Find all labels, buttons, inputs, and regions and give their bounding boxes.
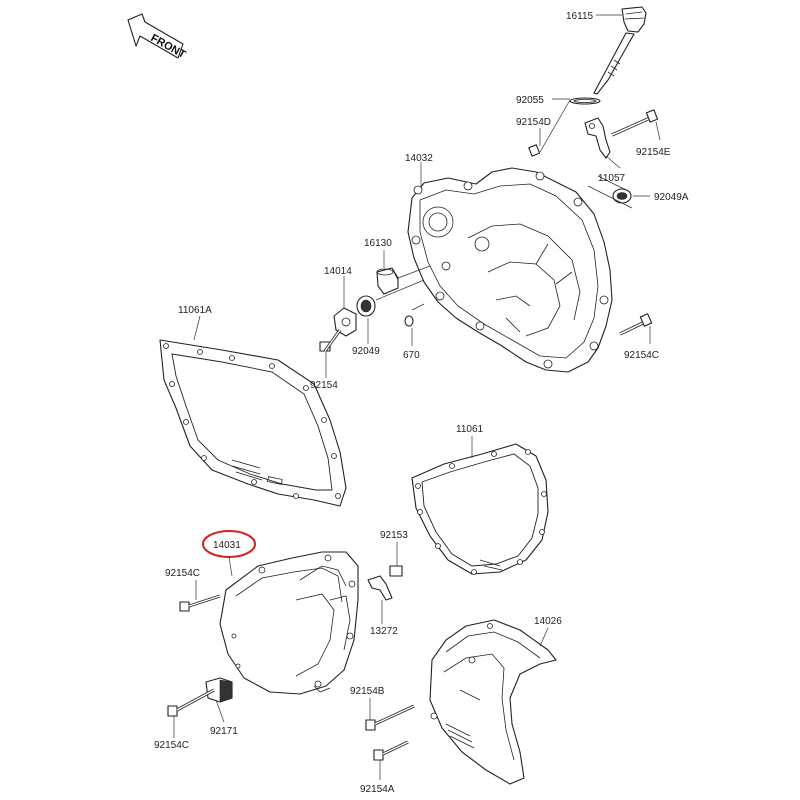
part-gasket-11061: [411, 443, 549, 575]
label-92154E: 92154E: [636, 147, 671, 158]
label-92153: 92153: [380, 530, 408, 541]
part-o-ring: [569, 97, 601, 105]
label-92171: 92171: [210, 726, 238, 737]
label-92154C-left: 92154C: [165, 568, 200, 579]
label-92154C-bottom: 92154C: [154, 740, 189, 751]
part-bolt-92154C-right: [619, 313, 653, 336]
part-bracket-11057: [584, 117, 611, 159]
label-16130: 16130: [364, 238, 392, 249]
part-bolt-92154C-bottom: [167, 688, 215, 717]
label-14014: 14014: [324, 266, 352, 277]
part-bolt-92154B: [365, 704, 415, 731]
label-14032: 14032: [405, 153, 433, 164]
part-oil-dipstick: [593, 6, 647, 95]
label-92154A: 92154A: [360, 784, 395, 795]
label-14031: 14031: [213, 540, 241, 551]
label-670: 670: [403, 350, 420, 361]
part-bolt-92153: [389, 565, 403, 577]
part-clip-13272: [367, 575, 393, 601]
front-arrow-icon: FRONT: [127, 13, 188, 61]
label-92154D: 92154D: [516, 117, 551, 128]
label-92055: 92055: [516, 95, 544, 106]
part-clutch-cover-14031: [219, 551, 359, 695]
label-11061: 11061: [456, 424, 484, 435]
part-crankcase-cover-14032: [407, 167, 613, 373]
label-11061A: 11061A: [178, 305, 212, 316]
part-bolt-92154D: [496, 144, 541, 168]
label-92154C-right: 92154C: [624, 350, 659, 361]
part-oil-seal-92049: [356, 295, 376, 317]
part-gasket-11061A: [159, 339, 347, 507]
part-sprocket-cover-14026: [429, 619, 557, 785]
part-cap-16130: [376, 267, 399, 295]
part-bolt-92154C-left: [179, 594, 221, 612]
label-92049A: 92049A: [654, 192, 689, 203]
label-92154B: 92154B: [350, 686, 385, 697]
label-92049: 92049: [352, 346, 380, 357]
part-bolt-92154A: [373, 740, 409, 761]
part-bolt-92154: [319, 329, 342, 352]
label-11057: 11057: [598, 173, 626, 184]
part-guide-92171: [205, 677, 233, 703]
label-92154: 92154: [310, 380, 338, 391]
label-14026: 14026: [534, 616, 562, 627]
part-bolt-92154E: [611, 109, 659, 137]
label-16115: 16115: [566, 11, 594, 22]
part-o-ring-670: [404, 315, 414, 327]
label-13272: 13272: [370, 626, 398, 637]
